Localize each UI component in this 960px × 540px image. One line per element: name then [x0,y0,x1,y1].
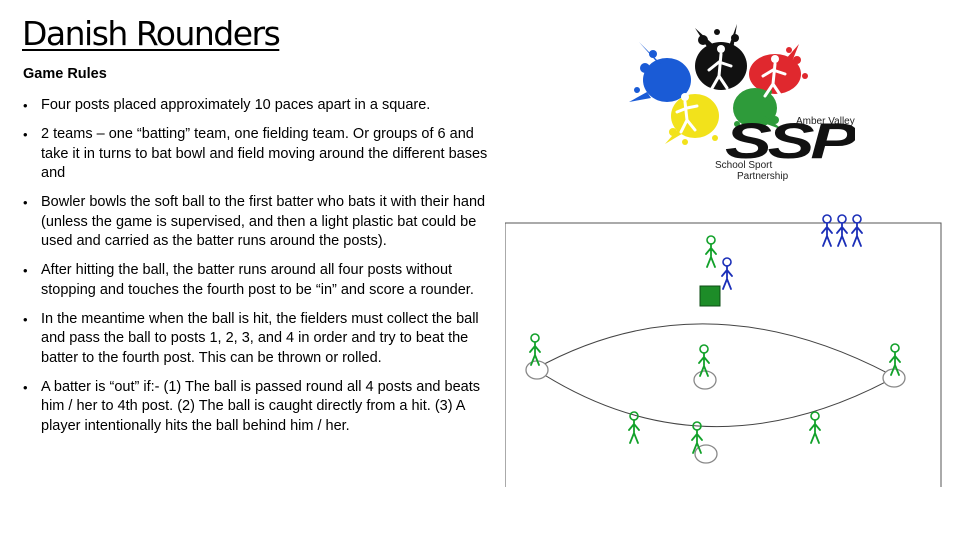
bullet-icon: • [23,379,28,395]
bullet-icon: • [23,311,28,327]
list-item: • After hitting the ball, the batter runs… [22,261,488,300]
logo-line2: School Sport [715,160,772,171]
base-circles [525,360,906,464]
list-item: • A batter is “out” if:- (1) The ball is … [22,378,488,437]
rounders-field-diagram [505,214,942,487]
bullet-icon: • [23,98,28,113]
bullet-icon: • [23,195,28,210]
bullet-icon: • [23,127,28,142]
athlete-silhouettes-icon [675,52,787,134]
list-item: • 2 teams – one “batting” team, one field… [22,125,488,184]
bowling-square-icon [699,285,721,307]
section-subtitle: Game Rules [23,66,107,82]
ssp-logo: Amber Valley SSP School Sport Partnershi… [629,24,855,182]
logo-line1: Amber Valley [796,116,855,127]
logo-initials: SSP [725,113,855,169]
rule-text: Bowler bowls the soft ball to the first … [41,194,486,249]
list-item: • Bowler bowls the soft ball to the first… [22,193,488,252]
rule-text: After hitting the ball, the batter runs … [41,262,474,298]
bullet-icon: • [23,263,28,278]
field-border [505,222,942,487]
fielder-icons [529,235,901,454]
list-item: • In the meantime when the ball is hit, t… [22,310,488,369]
list-item: • Four posts placed approximately 10 pace… [22,96,488,116]
logo-line3: Partnership [737,171,789,182]
rules-list: • Four posts placed approximately 10 pace… [22,96,488,446]
batter-icons [721,214,863,290]
rule-text: A batter is “out” if:- (1) The ball is p… [41,378,480,434]
rule-text: In the meantime when the ball is hit, th… [41,310,479,366]
page-title: Danish Rounders [22,14,281,53]
rule-text: 2 teams – one “batting” team, one fieldi… [41,126,488,181]
rule-text: Four posts placed approximately 10 paces… [41,97,431,113]
